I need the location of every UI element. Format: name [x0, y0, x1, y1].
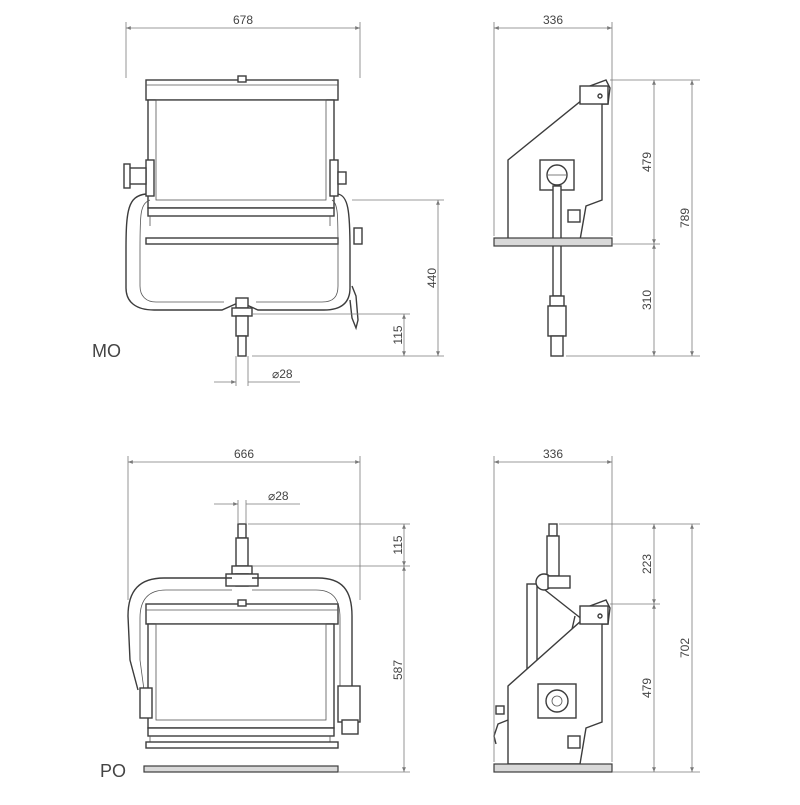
po-yoke-clamp [225, 573, 259, 587]
po-spigot-length-label: 115 [391, 535, 405, 554]
mo-spigot-diameter-label: ⌀28 [272, 367, 293, 381]
mo-front-height-label: 440 [425, 268, 439, 288]
po-front-width-label: 666 [234, 447, 254, 461]
po-panel-body [147, 623, 335, 729]
po-side-top-clip [579, 605, 609, 625]
po-label: PO [100, 761, 126, 781]
mo-tilt-knob [123, 163, 147, 189]
po-side-total-height-label: 702 [678, 638, 692, 658]
mo-top-rail [145, 79, 339, 101]
mo-spigot [231, 297, 253, 357]
po-side-tilt-hub [537, 683, 577, 719]
mo-side-total-height-label: 789 [678, 208, 692, 228]
po-front-view: 666 ⌀28 115 587 [127, 447, 410, 773]
mo-top-clip [237, 75, 247, 83]
mo-front-width-label: 678 [233, 13, 253, 27]
po-side-spigot [546, 535, 560, 577]
po-yoke [127, 577, 353, 691]
mo-left-bracket [145, 159, 155, 197]
mo-spigot-length-label: 115 [391, 325, 405, 344]
po-side-head-height-label: 479 [640, 678, 654, 698]
po-side-depth-label: 336 [543, 447, 563, 461]
po-front-height-label: 587 [391, 660, 405, 680]
mo-barn-rail [145, 237, 339, 245]
po-side-cable [493, 719, 509, 745]
po-lower-rail [147, 727, 335, 737]
po-bottom-plate [143, 765, 339, 773]
mo-right-bracket [329, 159, 339, 197]
mo-lower-rail [147, 207, 335, 217]
po-top-rail [145, 603, 339, 625]
mo-side-knob [567, 209, 581, 223]
mo-side-tilt-hub [539, 159, 575, 191]
mo-panel-body [147, 99, 335, 209]
po-side-yoke-height-label: 223 [640, 554, 654, 574]
mo-yoke-tab [349, 285, 359, 331]
mo-front-view: 678 440 115 ⌀28 [123, 13, 444, 386]
mo-label: MO [92, 341, 121, 361]
po-spigot-diameter-label: ⌀28 [268, 489, 289, 503]
mo-side-base-plate [493, 237, 613, 247]
po-side-view: 336 223 479 702 [493, 447, 700, 773]
po-right-pole-operator [337, 685, 361, 735]
mo-right-knob [337, 171, 347, 185]
po-left-bracket [139, 687, 153, 719]
po-side-base-plate [493, 763, 613, 773]
po-side-knob [567, 735, 581, 749]
mo-side-top-clip [579, 85, 609, 105]
mo-side-view: 336 479 310 789 [493, 13, 700, 357]
mo-side-spigot [547, 305, 567, 337]
mo-side-stand-height-label: 310 [640, 290, 654, 310]
mo-side-head-height-label: 479 [640, 152, 654, 172]
po-barn-rail [145, 741, 339, 749]
mo-side-depth-label: 336 [543, 13, 563, 27]
